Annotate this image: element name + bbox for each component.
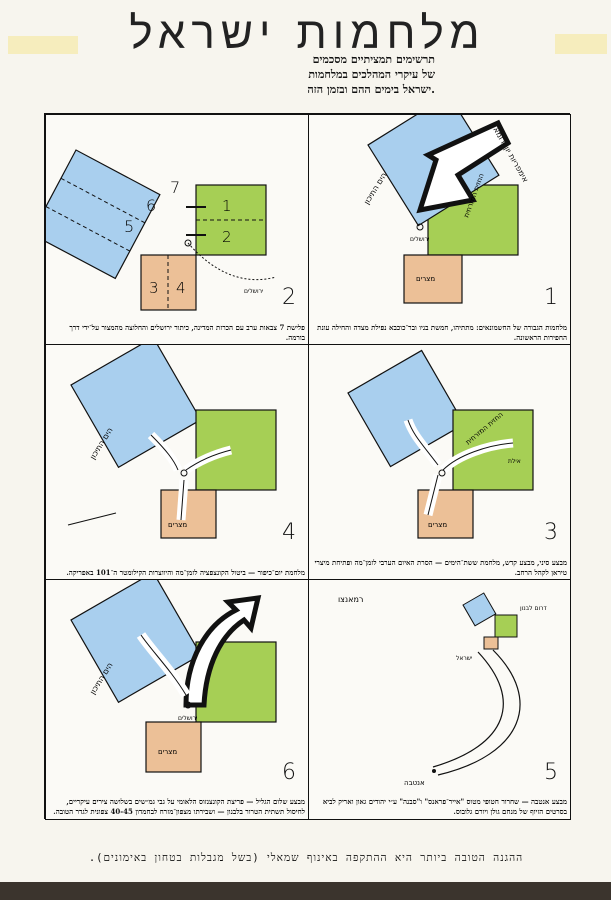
entebbe-marker	[432, 769, 436, 773]
sinai-arrow-4-outline	[180, 479, 185, 521]
sea-square-2	[46, 149, 161, 280]
panel-6-diagram: ירושלים הים התיכון מצרים	[70, 580, 277, 773]
burma-road-path	[187, 242, 277, 281]
panel-2-diagram: 7 6 5 1 2 3 4 ירושלים	[46, 149, 277, 311]
sea-label: הים התיכון	[362, 171, 389, 206]
marker-5: 5	[124, 217, 134, 236]
north-arrow-3-outline	[407, 419, 439, 466]
coastal-axis-arrow-outline	[140, 634, 187, 696]
tape-strip-right	[555, 34, 607, 54]
jerusalem-marker-4	[180, 469, 188, 477]
sea-square-group-4	[70, 345, 202, 469]
panel-3-number: 3	[544, 520, 558, 545]
sea-square-group-2	[46, 149, 161, 280]
sea-square-5	[462, 592, 497, 627]
east-front-square-4	[195, 409, 277, 491]
page-title: מלחמות ישראל	[129, 8, 486, 59]
panel-1: אימפריות יון ורומא החזית המזרחית הים התי…	[307, 114, 571, 346]
sea-square-4	[70, 345, 202, 469]
marker-7: 7	[170, 178, 180, 197]
egypt-square-6	[145, 721, 202, 773]
marker-6: 6	[146, 196, 156, 215]
eilat-label: אילת	[508, 458, 521, 465]
panel-6-number: 6	[282, 760, 296, 785]
lebanon-invasion-arrow	[183, 595, 262, 708]
tag-lebanon: דרום לבנון	[520, 605, 547, 612]
north-arrow-4-outline	[150, 434, 179, 471]
empire-invasion-arrow	[416, 119, 512, 214]
panel-2-number: 2	[282, 285, 296, 310]
panel-5-diagram: אנטבה דרום לבנון ישראל רמאנצו	[338, 592, 547, 787]
marker-2: 2	[222, 228, 232, 246]
jerusalem-label-6: ירושלים	[178, 715, 197, 722]
panel-4-caption: מלחמת יום־כיפור — ביטול הקונצפציה לזמן־מ…	[66, 568, 305, 577]
panel-3-diagram: אילת מצרים החזית המזרחית	[347, 349, 534, 539]
panel-1-number: 1	[544, 285, 558, 310]
tape-strip-left	[8, 36, 78, 54]
egypt-label: מצרים	[416, 275, 435, 283]
golan-arrow-4-outline	[185, 449, 232, 471]
egypt-square-5	[483, 636, 499, 650]
marker-3: 4	[176, 279, 186, 297]
panel-3-caption: מבצע סיני, מבצע קדש, מלחמת ששת־הימים — ה…	[314, 558, 567, 577]
east-arrow-3-outline	[442, 442, 514, 471]
jerusalem-label: ירושלים	[410, 236, 429, 243]
page-subtitle: תרשימים תמציתיים מסכמים של עיקרי המהלכים…	[307, 53, 435, 96]
egypt-square-3	[417, 489, 474, 539]
panel-grid: אימפריות יון ורומא החזית המזרחית הים התי…	[44, 113, 571, 820]
jerusalem-marker-2	[184, 239, 192, 247]
egypt-label-4: מצרים	[168, 521, 187, 529]
sea-square-group-5	[462, 592, 497, 627]
panel-5: אנטבה דרום לבנון ישראל רמאנצו 5 מבצע אנט…	[307, 579, 571, 820]
south-arrow-3-outline	[427, 474, 439, 516]
panel-6: ירושלים הים התיכון מצרים 6 מבצע שלום הגל…	[45, 579, 309, 820]
entebbe-route-back	[432, 651, 504, 768]
bottom-frame	[0, 882, 611, 900]
sea-square-3	[347, 349, 465, 468]
panel-4-diagram: הים התיכון מצרים	[67, 345, 277, 539]
egypt-square-4	[160, 489, 217, 539]
egypt-label-6: מצרים	[158, 748, 177, 756]
marker-1: 1	[222, 197, 232, 215]
entebbe-route-out	[437, 649, 521, 776]
panel-3: אילת מצרים החזית המזרחית 3 מבצע סיני, מב…	[307, 344, 571, 581]
jerusalem-label-2: ירושלים	[244, 288, 263, 295]
jerusalem-marker	[416, 223, 424, 231]
panel-6-caption: מבצע שלום הגליל — פריצת הקונצנזוס הלאומי…	[53, 797, 305, 816]
egypt-square	[403, 254, 463, 304]
panel-1-diagram: אימפריות יון ורומא החזית המזרחית הים התי…	[362, 115, 530, 304]
marker-4: 3	[149, 279, 159, 297]
page-footer: ההגנה הטובה ביותר היא ההתקפה באינוף שמאל…	[88, 852, 524, 864]
panel-5-number: 5	[544, 760, 558, 785]
panel-2: 7 6 5 1 2 3 4 ירושלים 2 פלישת 7 צבאות ער…	[45, 114, 309, 346]
panel-4-number: 4	[282, 520, 296, 545]
scale-bar	[67, 512, 117, 526]
east-front-square-5	[494, 614, 518, 638]
jerusalem-marker-6	[184, 701, 192, 709]
jerusalem-marker-3	[438, 469, 446, 477]
egypt-label-3: מצרים	[428, 521, 447, 529]
panel-5-caption: מבצע אנטבה — שחרור חטופי מטוס "אייר־פראנ…	[322, 797, 567, 816]
sea-square-group-3	[347, 349, 465, 468]
panel-4: הים התיכון מצרים 4 מלחמת יום־כיפור — ביט…	[45, 344, 309, 581]
panel-1-caption: מלחמות הגבורה של החשמונאים: מתתיהו, חמשת…	[317, 323, 567, 342]
tag-israel: ישראל	[456, 655, 472, 662]
tag-ramanzo: רמאנצו	[338, 595, 363, 604]
panel-2-caption: פלישת 7 צבאות ערב עם הכרזת המדינה, כיתור…	[69, 323, 305, 342]
entebbe-label: אנטבה	[404, 779, 425, 787]
